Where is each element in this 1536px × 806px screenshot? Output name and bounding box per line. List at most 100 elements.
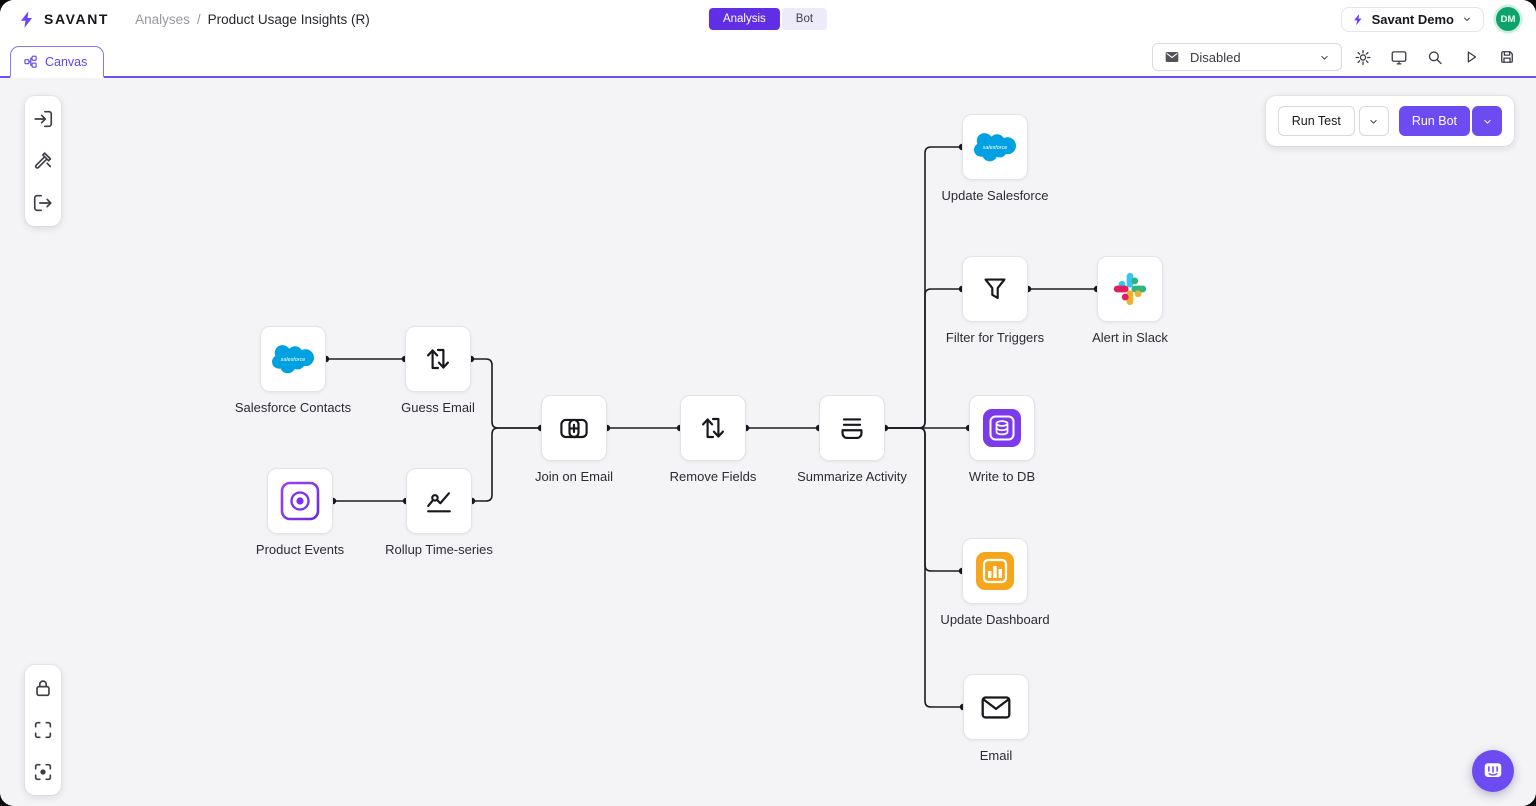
lock-button[interactable]	[32, 677, 54, 699]
run-bot-button[interactable]: Run Bot	[1398, 106, 1470, 136]
fullscreen-button[interactable]	[32, 719, 54, 741]
inspect-button[interactable]	[1420, 43, 1450, 71]
flow-tab-icon	[24, 55, 37, 68]
avatar[interactable]: DM	[1496, 7, 1520, 31]
account-name: Savant Demo	[1371, 11, 1454, 27]
salesforce-icon: salesforce	[974, 133, 1016, 162]
node-label: Guess Email	[401, 400, 475, 415]
node-write-to-db[interactable]: Write to DB	[969, 395, 1035, 484]
toggle-bot[interactable]: Bot	[781, 8, 828, 30]
funnel-icon	[984, 278, 1006, 300]
node-guess-email[interactable]: Guess Email	[401, 326, 475, 415]
fullscreen-icon	[34, 721, 52, 739]
focus-icon	[34, 763, 52, 781]
status-dropdown-value: Disabled	[1190, 49, 1241, 65]
node-update-salesforce[interactable]: salesforce Update Salesforce	[942, 114, 1048, 203]
product-events-icon	[280, 481, 320, 521]
node-label: Alert in Slack	[1092, 330, 1168, 345]
settings-button[interactable]	[1348, 43, 1378, 71]
brand-name: SAVANT	[44, 11, 110, 27]
breadcrumb-separator: /	[196, 11, 201, 27]
join-icon	[560, 418, 588, 439]
envelope-icon	[981, 696, 1011, 719]
node-label: Salesforce Contacts	[234, 400, 352, 415]
chat-icon	[1484, 763, 1502, 777]
slack-icon	[1113, 272, 1147, 306]
node-card[interactable]	[541, 395, 607, 461]
node-card[interactable]	[819, 395, 885, 461]
run-button[interactable]	[1456, 43, 1486, 71]
dashboard-icon	[976, 552, 1014, 590]
node-card[interactable]: salesforce	[260, 326, 326, 392]
node-label: Join on Email	[534, 469, 614, 484]
mode-toggle: Analysis Bot	[708, 8, 828, 30]
node-rollup-time-series[interactable]: Rollup Time-series	[385, 468, 493, 557]
node-label: Filter for Triggers	[945, 330, 1045, 345]
tools-button[interactable]	[32, 150, 54, 172]
toggle-analysis[interactable]: Analysis	[708, 8, 780, 30]
inspect-icon	[1428, 50, 1442, 64]
breadcrumb-section[interactable]: Analyses	[135, 11, 190, 27]
node-card[interactable]	[405, 326, 471, 392]
run-test-options-button[interactable]	[1358, 106, 1389, 136]
account-menu[interactable]: Savant Demo	[1340, 6, 1484, 32]
node-card[interactable]	[969, 395, 1035, 461]
node-card[interactable]	[962, 256, 1028, 322]
focus-button[interactable]	[32, 761, 54, 783]
page-title: Product Usage Insights (R)	[207, 11, 370, 27]
node-join-on-email[interactable]: Join on Email	[535, 395, 613, 484]
node-alert-in-slack[interactable]: Alert in Slack	[1092, 256, 1168, 345]
run-controls-panel: Run Test Run Bot	[1265, 96, 1514, 146]
node-label: Rollup Time-series	[385, 542, 493, 557]
breadcrumb: Analyses / Product Usage Insights (R)	[135, 12, 370, 27]
node-filter-for-triggers[interactable]: Filter for Triggers	[946, 256, 1044, 345]
toolbar-controls: Disabled	[1152, 43, 1536, 71]
node-card[interactable]	[1097, 256, 1163, 322]
brand: SAVANT	[0, 9, 109, 30]
run-test-button[interactable]: Run Test	[1277, 106, 1355, 136]
canvas-toolbar: Canvas Disabled	[0, 38, 1536, 78]
node-update-dashboard[interactable]: Update Dashboard	[940, 538, 1050, 627]
svg-text:salesforce: salesforce	[983, 145, 1008, 151]
input-icon	[34, 110, 53, 128]
node-salesforce-contacts[interactable]: salesforce Salesforce Contacts	[235, 326, 351, 415]
node-palette-toolbar	[25, 96, 61, 226]
display-button[interactable]	[1384, 43, 1414, 71]
lock-icon	[36, 680, 50, 697]
node-label: Summarize Activity	[797, 469, 907, 484]
output-step-button[interactable]	[32, 192, 54, 214]
chat-widget-button[interactable]	[1472, 750, 1514, 792]
view-controls-toolbar	[25, 665, 61, 795]
node-card[interactable]	[963, 674, 1029, 740]
save-icon	[1501, 51, 1513, 63]
save-button[interactable]	[1492, 43, 1522, 71]
mail-status-icon	[1165, 52, 1179, 62]
top-bar: SAVANT Analyses / Product Usage Insights…	[0, 0, 1536, 38]
node-email[interactable]: Email	[963, 674, 1029, 763]
node-card[interactable]	[680, 395, 746, 461]
summarize-icon	[841, 418, 863, 439]
flow-edges	[322, 143, 1101, 711]
node-card[interactable]	[962, 538, 1028, 604]
status-dropdown[interactable]: Disabled	[1152, 43, 1342, 71]
node-summarize-activity[interactable]: Summarize Activity	[797, 395, 907, 484]
node-label: Write to DB	[968, 469, 1036, 484]
tab-canvas[interactable]: Canvas	[10, 46, 105, 78]
run-bot-options-button[interactable]	[1472, 106, 1502, 136]
node-remove-fields[interactable]: Remove Fields	[670, 395, 756, 484]
node-card[interactable]	[267, 468, 333, 534]
node-card[interactable]	[406, 468, 472, 534]
input-step-button[interactable]	[32, 108, 54, 130]
time-series-chart-icon	[427, 492, 451, 513]
node-label: Email	[979, 748, 1013, 763]
play-icon	[1467, 51, 1477, 63]
node-card[interactable]: salesforce	[962, 114, 1028, 180]
flow-canvas[interactable]: salesforce Salesforce Contacts Guess Ema…	[0, 78, 1536, 806]
chevron-down-icon	[1483, 119, 1491, 124]
tools-icon	[34, 152, 52, 169]
salesforce-icon: salesforce	[272, 345, 314, 374]
chevron-down-icon	[1370, 119, 1378, 124]
node-product-events[interactable]: Product Events	[256, 468, 344, 557]
output-icon	[33, 194, 52, 212]
